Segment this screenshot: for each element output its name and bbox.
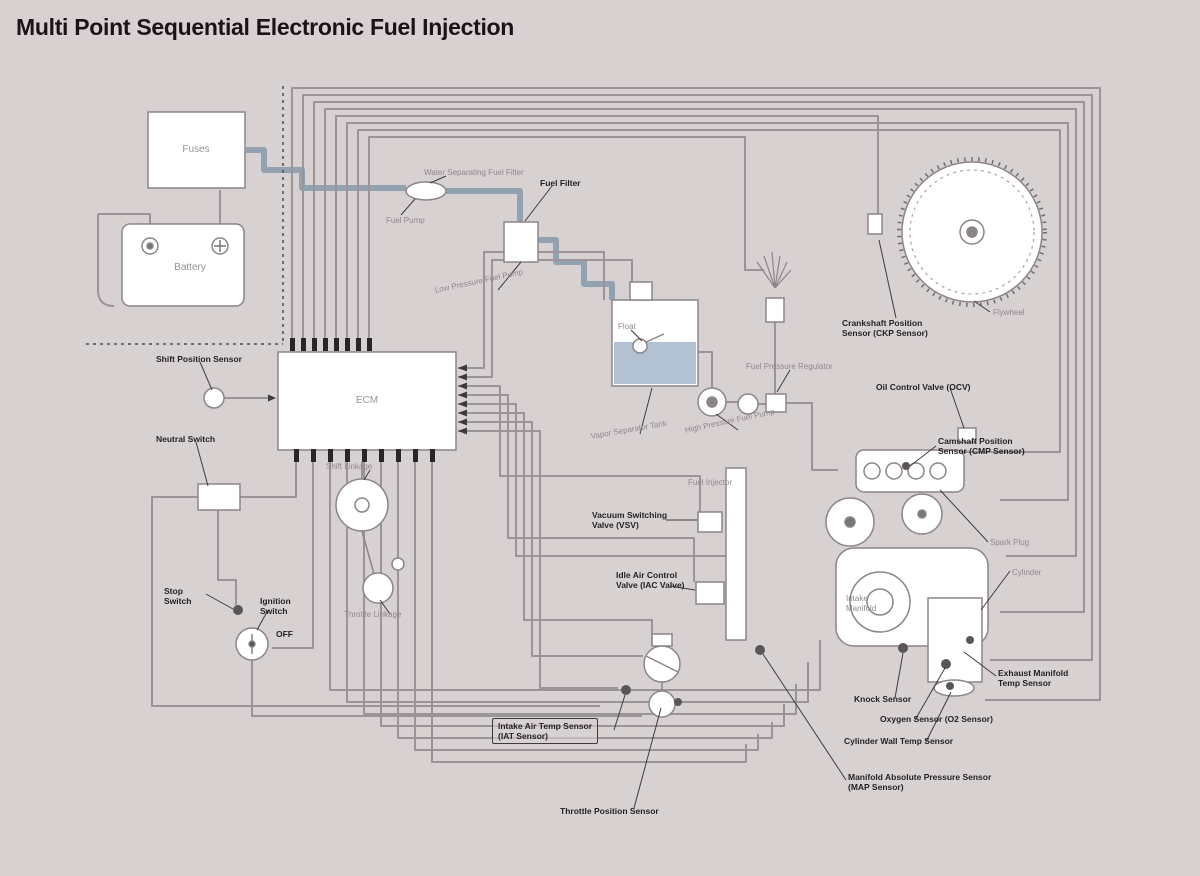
fuel-filter-shape <box>503 221 539 263</box>
knock-sensor-dot <box>898 643 908 653</box>
air-tube-shape <box>725 467 747 641</box>
shift-position-sensor-shape <box>203 387 225 409</box>
fuel-rail-shape <box>765 297 785 323</box>
sensor-dots <box>233 462 974 706</box>
iac-valve-shape <box>695 581 725 605</box>
vsv-shape <box>697 511 723 533</box>
stop-switch-dot <box>233 605 243 615</box>
map-sensor-dot <box>755 645 765 655</box>
boundary-dashed-line <box>86 86 284 345</box>
ecm-box <box>277 351 457 451</box>
components <box>121 111 1047 718</box>
battery-box <box>121 223 245 307</box>
cylinder-wall-temp-dot <box>946 682 954 690</box>
fuel-pump-shape <box>405 181 447 201</box>
iat-sensor-dot <box>621 685 631 695</box>
fuel-hose-lines <box>246 147 615 300</box>
ecm-input-arrows <box>268 364 467 435</box>
ckp-sensor-shape <box>867 213 883 235</box>
leader-lines <box>195 175 1011 809</box>
fuses-box <box>147 111 246 189</box>
float-shape <box>632 338 648 354</box>
ocv-shape <box>957 427 977 443</box>
tps-dot <box>674 698 682 706</box>
exhaust-outlet-shape <box>933 679 975 697</box>
fuel-pressure-regulator-shape <box>765 393 787 413</box>
page-title: Multi Point Sequential Electronic Fuel I… <box>16 14 515 40</box>
neutral-switch-shape <box>197 483 241 511</box>
cmp-sensor-dot <box>902 462 910 470</box>
oxygen-sensor-dot <box>941 659 951 669</box>
ecm-connector-ticks <box>290 338 435 462</box>
exhaust-temp-dot <box>966 636 974 644</box>
